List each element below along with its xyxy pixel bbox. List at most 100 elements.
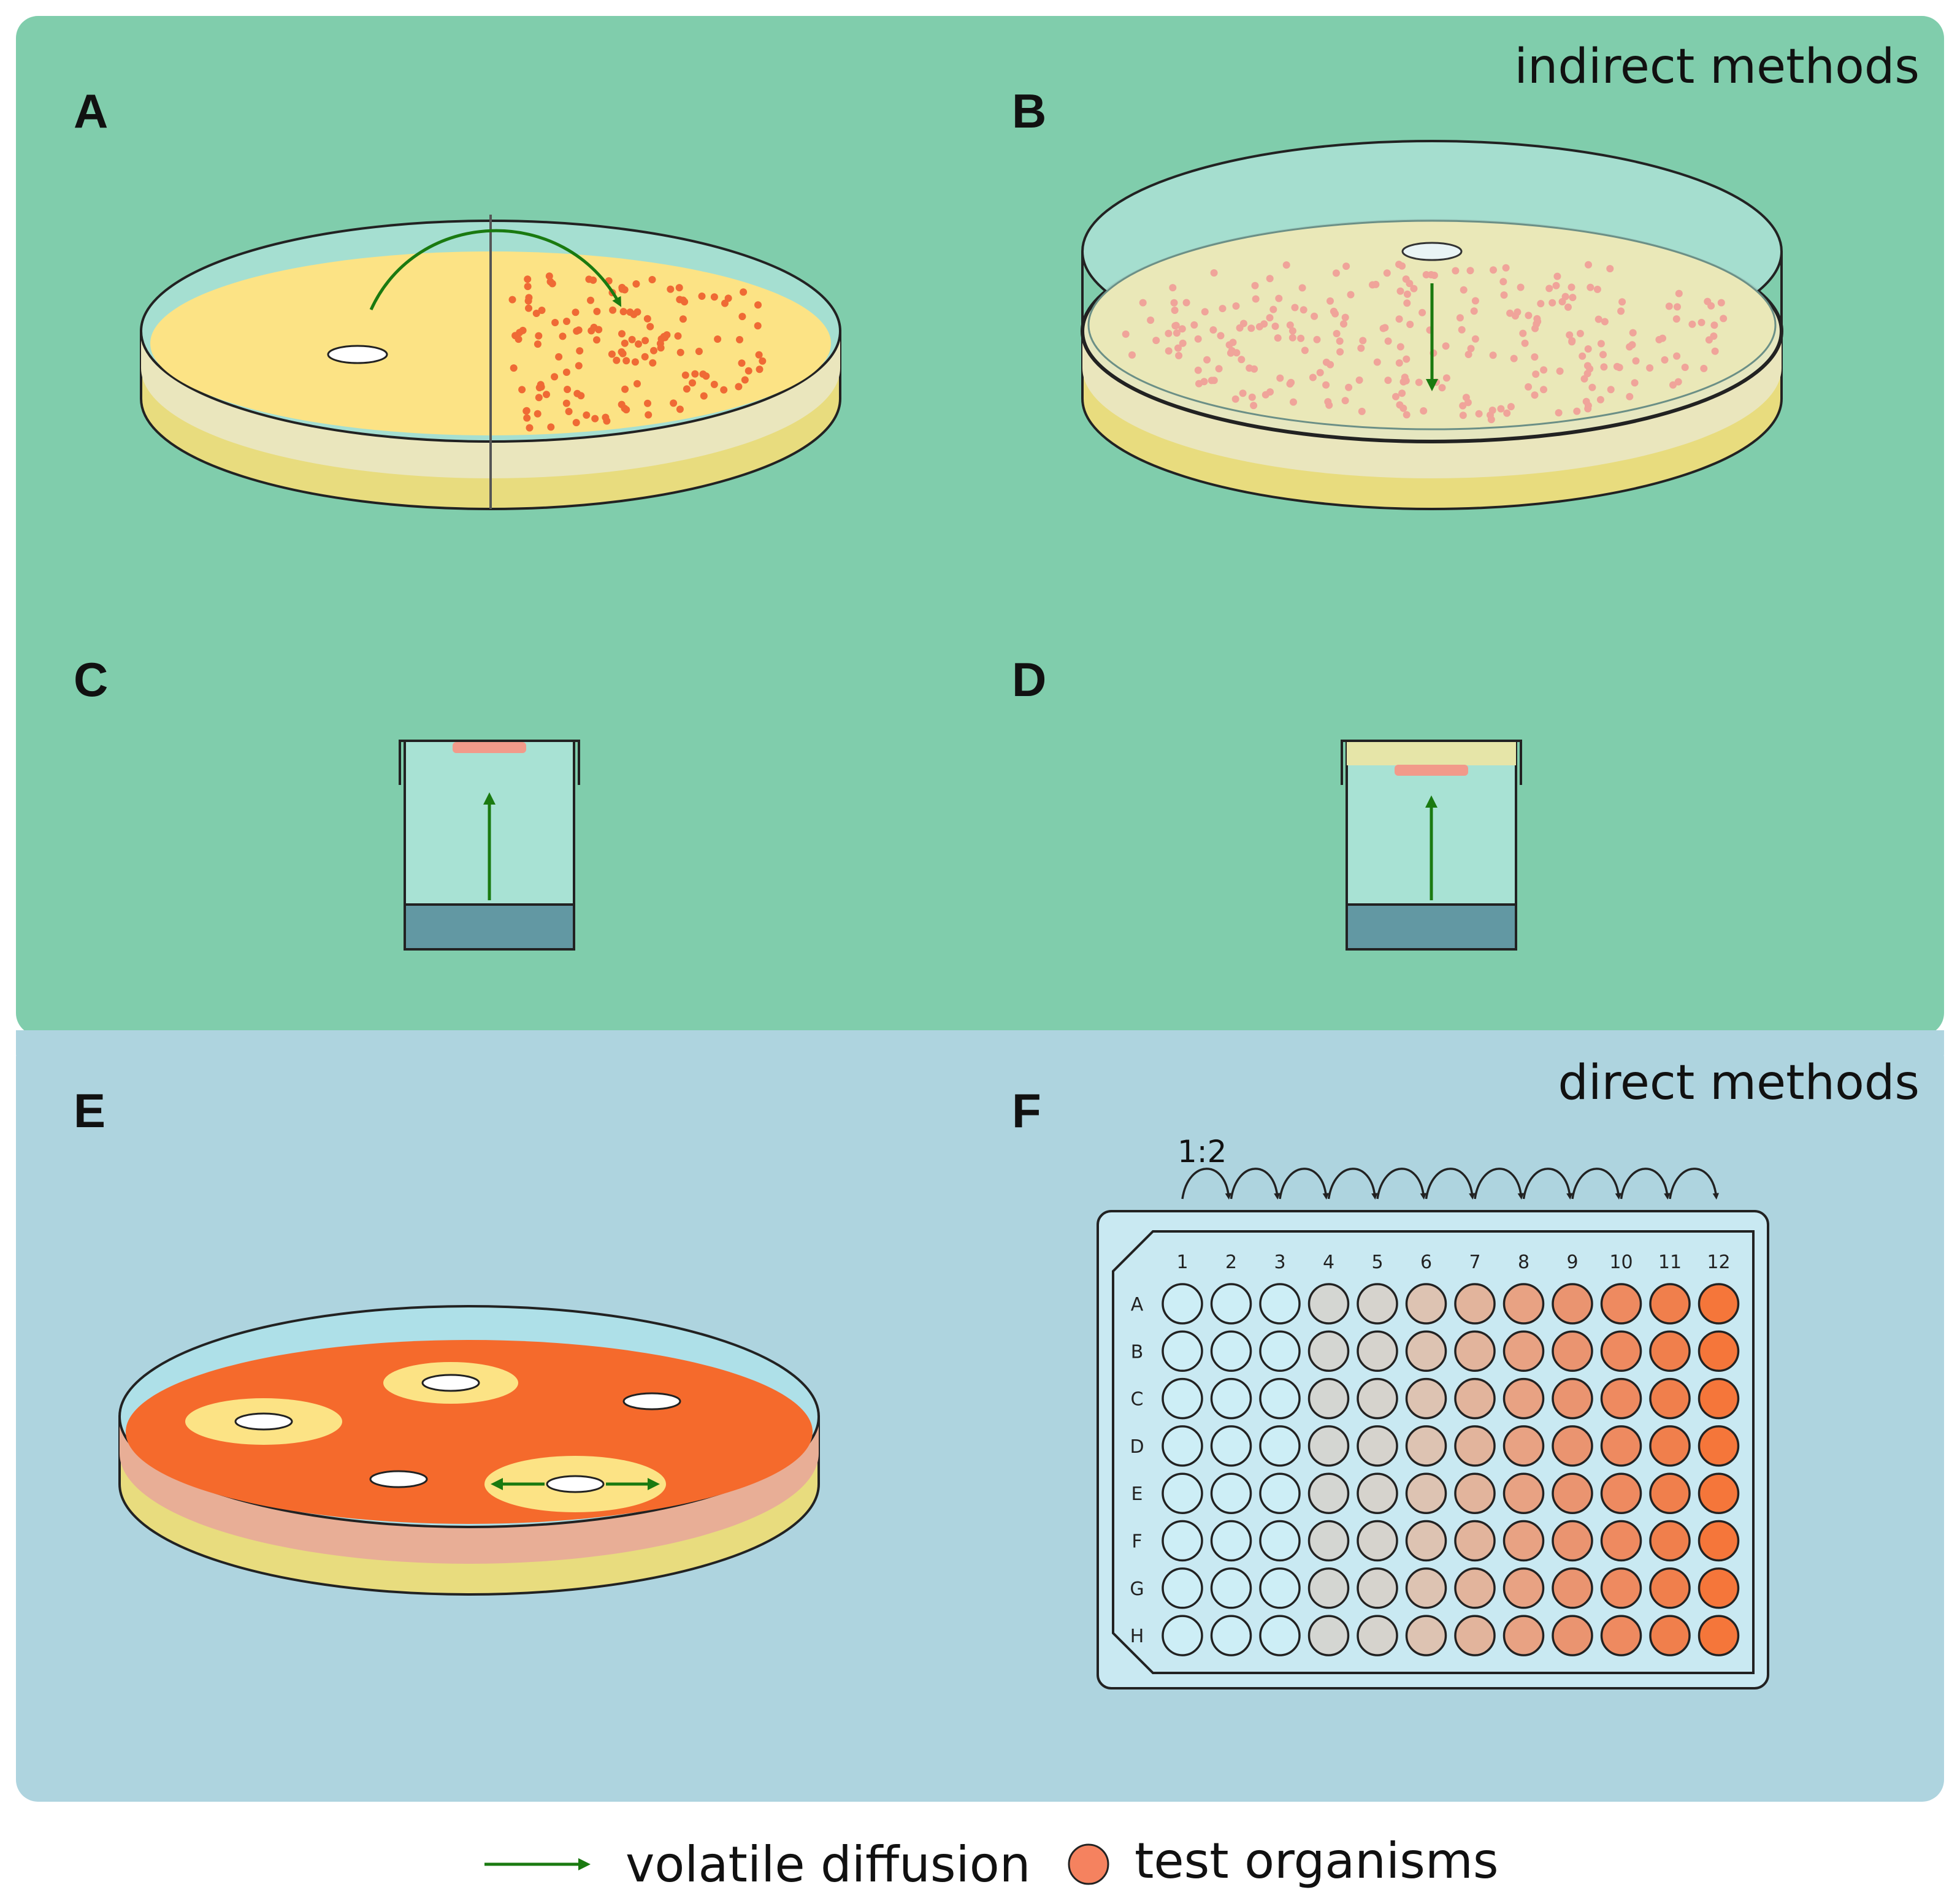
- organism-dot: [1655, 335, 1663, 343]
- organism-dot: [676, 405, 684, 413]
- organism-dot: [738, 313, 746, 321]
- organism-dot: [1531, 353, 1539, 361]
- plate-well: [1162, 1283, 1203, 1325]
- organism-dot: [1358, 407, 1366, 415]
- organism-dot: [563, 318, 570, 325]
- plate-well: [1259, 1283, 1301, 1325]
- organism-dot: [590, 323, 598, 331]
- plate-well: [1698, 1283, 1740, 1325]
- organism-dot: [1396, 287, 1404, 295]
- organism-dot: [1471, 335, 1479, 343]
- legend-organism-dot: [1068, 1843, 1109, 1885]
- plate-well: [1405, 1377, 1447, 1420]
- antimicrobial-disc: [546, 1475, 605, 1493]
- dilution-arrow: [1376, 1168, 1427, 1200]
- plate-well: [1698, 1520, 1740, 1562]
- organism-dot: [1537, 300, 1545, 308]
- plate-column-label: 11: [1658, 1252, 1682, 1273]
- organism-dot: [1548, 299, 1556, 307]
- plate-well: [1552, 1567, 1593, 1609]
- plate-column-label: 10: [1609, 1252, 1633, 1273]
- organism-dot: [759, 357, 767, 365]
- plate-well: [1259, 1425, 1301, 1467]
- organism-dot: [1618, 298, 1626, 306]
- organism-dot: [508, 296, 516, 304]
- organism-dot: [1238, 356, 1246, 364]
- plate-column-label: 7: [1469, 1252, 1480, 1273]
- organism-dot: [695, 348, 703, 355]
- organism-dot: [1597, 340, 1605, 348]
- organism-dot: [1705, 336, 1713, 344]
- organism-dot: [630, 310, 638, 318]
- organism-dot: [1165, 329, 1173, 337]
- organism-dot: [1584, 345, 1592, 353]
- organism-dot: [534, 410, 542, 418]
- organism-dot: [1174, 344, 1182, 352]
- organism-dot: [1673, 352, 1681, 360]
- plate-well: [1405, 1472, 1447, 1514]
- organism-dot: [1519, 329, 1527, 337]
- organism-dot: [1298, 284, 1306, 292]
- plate-well: [1552, 1283, 1593, 1325]
- organism-dot: [1165, 347, 1173, 355]
- plate-well: [1259, 1567, 1301, 1609]
- organism-dot: [1584, 405, 1592, 413]
- organism-dot: [618, 348, 626, 356]
- organism-dot: [1269, 305, 1277, 313]
- plate-well: [1454, 1520, 1496, 1562]
- organism-dot: [1681, 364, 1689, 371]
- plate-well: [1307, 1472, 1350, 1514]
- organism-dot: [555, 353, 563, 361]
- plate-column-label: 5: [1371, 1252, 1383, 1273]
- plate-well: [1552, 1615, 1593, 1656]
- legend: volatile diffusion test organisms: [484, 1832, 1499, 1893]
- organism-dot: [543, 391, 550, 399]
- plate-well: [1210, 1425, 1252, 1467]
- organism-dot: [1452, 267, 1460, 275]
- plate-well: [1210, 1330, 1252, 1372]
- dilution-arrow: [1327, 1168, 1378, 1200]
- organism-dot: [1396, 343, 1404, 351]
- plate-well: [1357, 1567, 1398, 1609]
- organism-dot: [1291, 304, 1299, 312]
- direct-methods-title: direct methods: [1558, 1055, 1920, 1111]
- organism-dot: [1250, 402, 1258, 410]
- plate-well: [1357, 1615, 1398, 1656]
- plate-well: [1503, 1283, 1545, 1325]
- plate-well: [1210, 1567, 1252, 1609]
- panel-e-disc-diffusion-plate: [118, 1305, 820, 1596]
- organism-dot: [572, 419, 580, 427]
- plate-wells: [1162, 1283, 1740, 1656]
- plate-well: [1405, 1330, 1447, 1372]
- plate-well: [1600, 1520, 1642, 1562]
- organism-dot: [1507, 403, 1515, 411]
- organism-dot: [545, 272, 553, 280]
- antimicrobial-disc: [234, 1412, 293, 1431]
- organism-dot: [1392, 392, 1399, 400]
- organism-dot: [1403, 355, 1411, 363]
- organism-dot: [1415, 378, 1423, 386]
- organism-dot: [641, 337, 649, 345]
- plate-well: [1600, 1283, 1642, 1325]
- legend-arrow-label: volatile diffusion: [626, 1836, 1030, 1893]
- plate-well: [1600, 1330, 1642, 1372]
- panel-b-inverted-petri-dish: [1081, 140, 1783, 510]
- panel-a-test-organisms: [508, 272, 767, 432]
- organism-dot: [1210, 269, 1218, 277]
- organism-dot: [1128, 351, 1136, 359]
- organism-dot: [1531, 391, 1539, 399]
- organism-dot: [649, 359, 657, 367]
- plate-well: [1307, 1615, 1350, 1656]
- dilution-ratio: 1:2: [1177, 1134, 1227, 1169]
- organism-dot: [618, 285, 626, 293]
- organism-dot: [1383, 269, 1391, 277]
- organism-dot: [1710, 321, 1718, 329]
- organism-dot: [735, 383, 743, 391]
- organism-dot: [1418, 308, 1426, 316]
- organism-dot: [1209, 326, 1217, 334]
- organism-dot: [721, 299, 729, 307]
- organism-dot: [681, 371, 689, 379]
- organism-dot: [1606, 265, 1614, 273]
- organism-dot: [1331, 310, 1339, 318]
- organism-dot: [1201, 308, 1209, 316]
